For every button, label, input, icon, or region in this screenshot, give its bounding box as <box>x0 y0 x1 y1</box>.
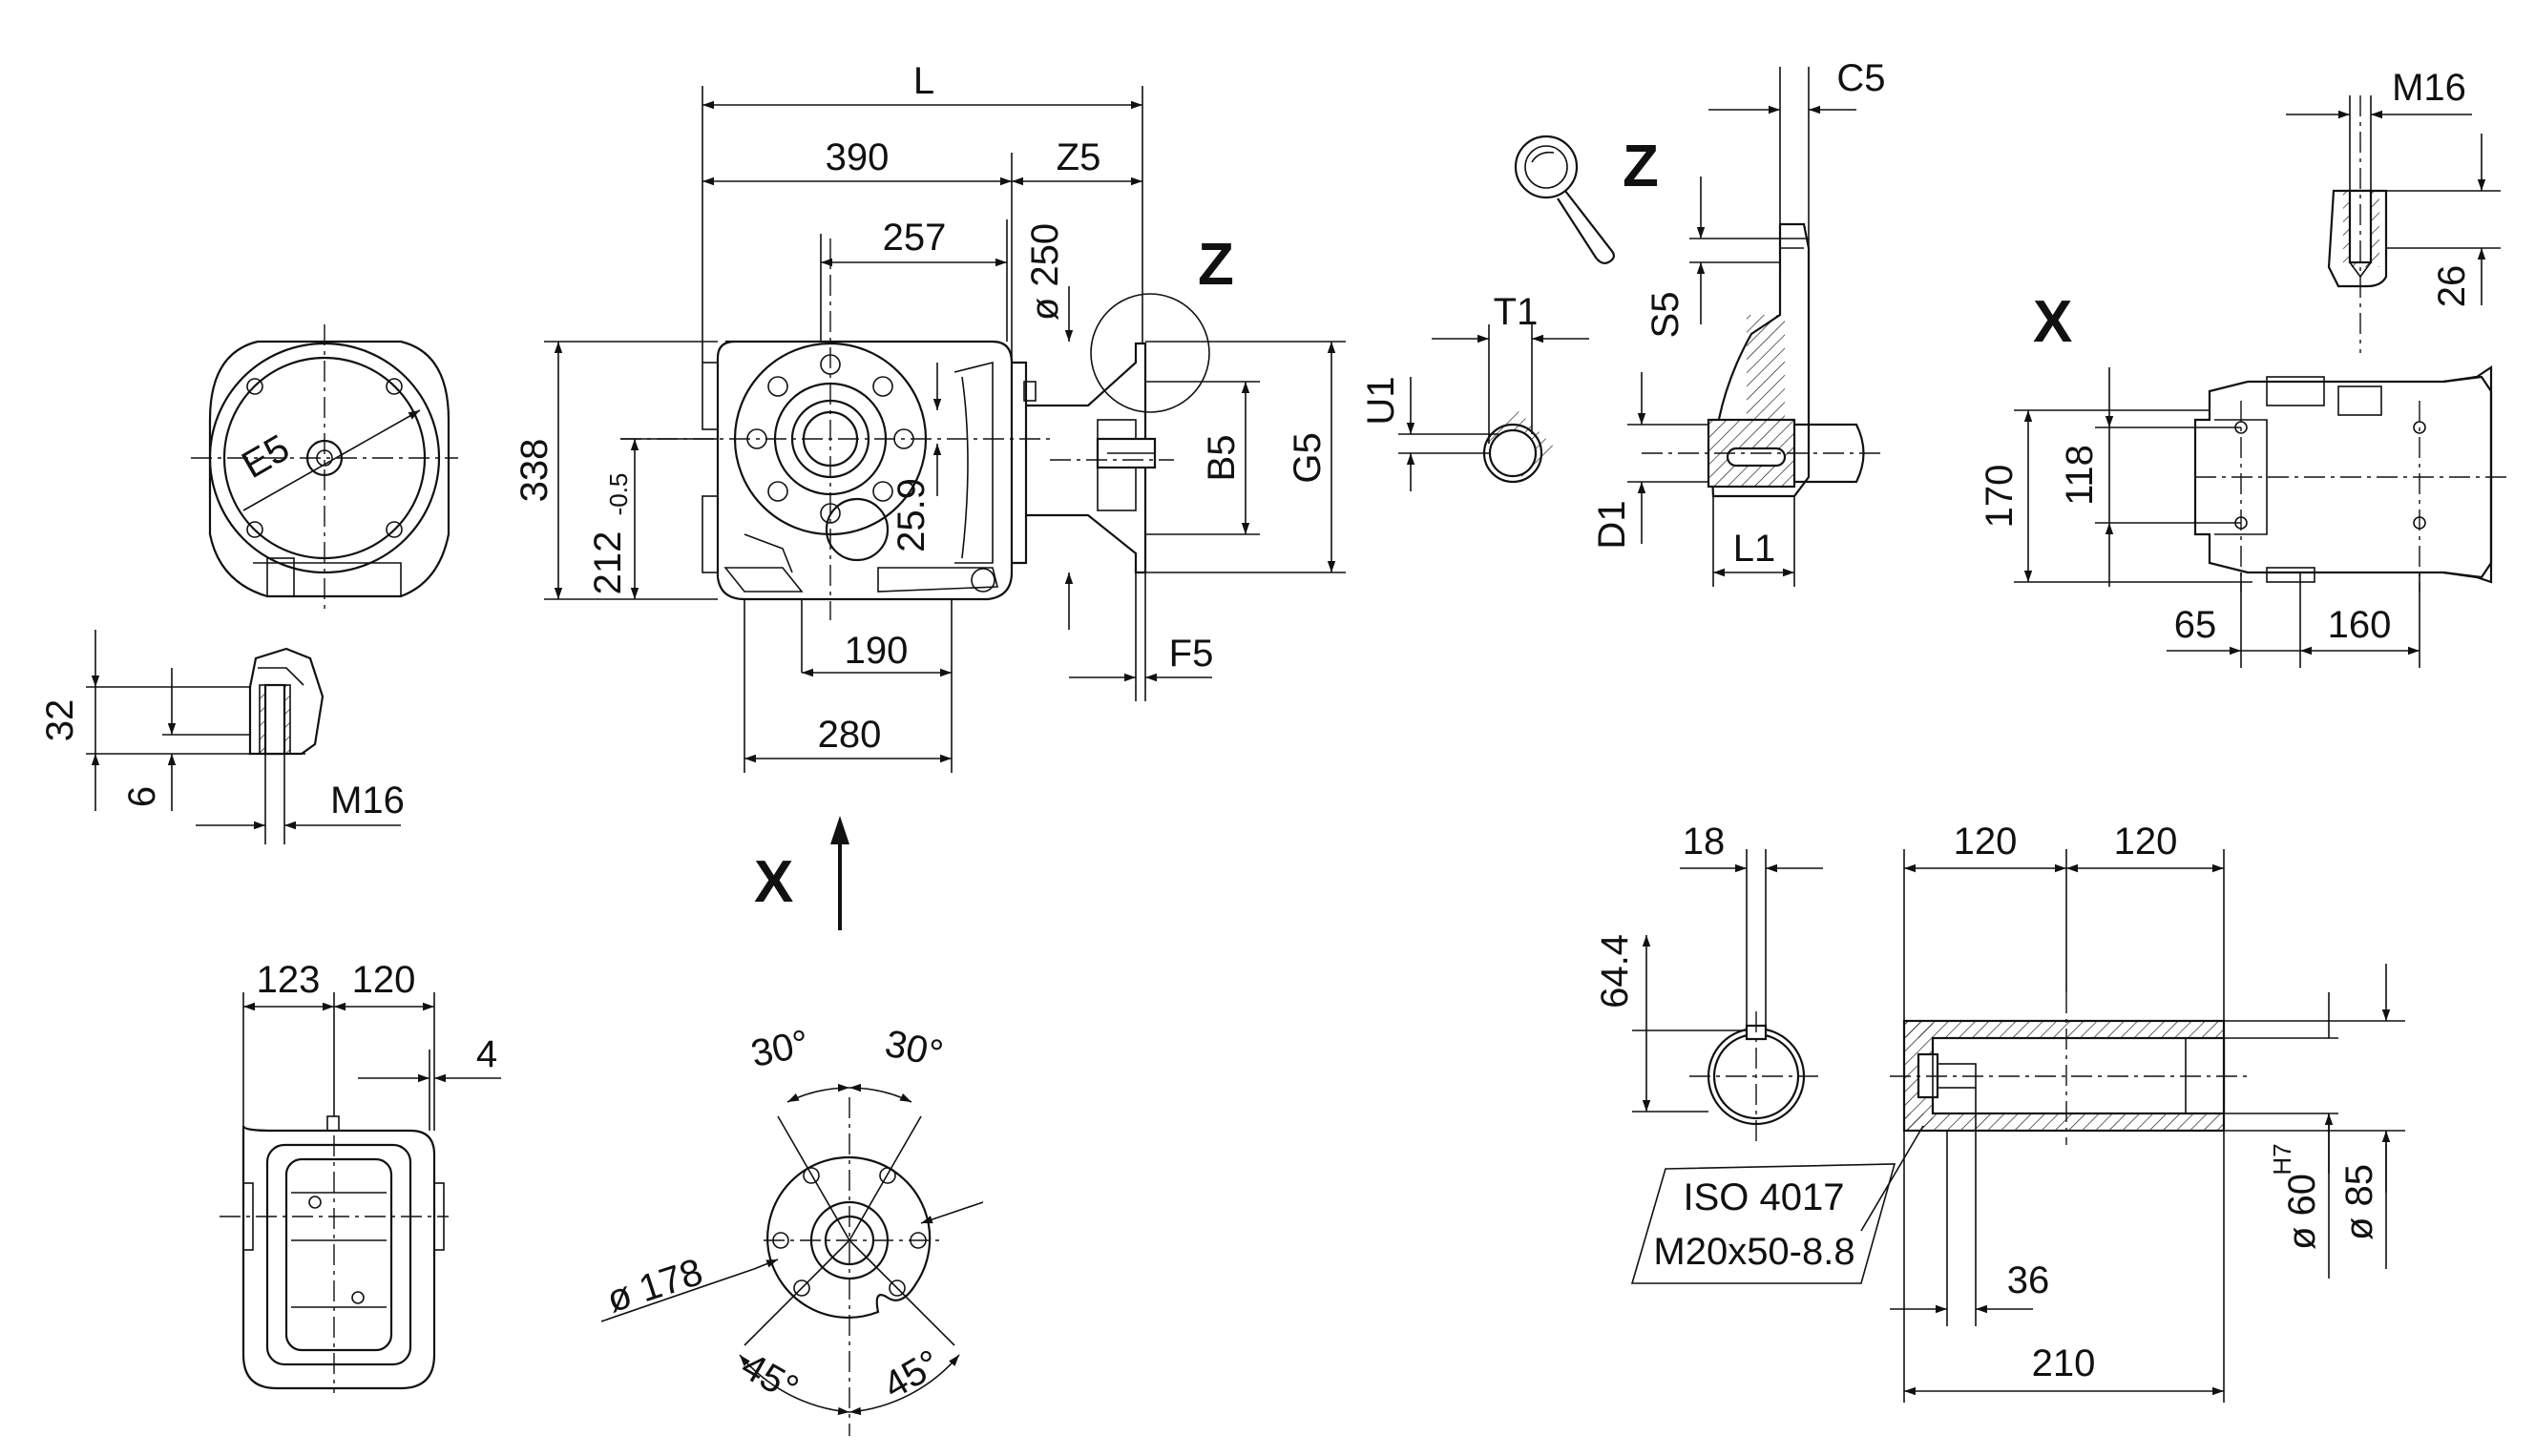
dim-280: 280 <box>818 714 882 756</box>
drain-plug <box>971 568 995 593</box>
housing-rib <box>702 362 719 430</box>
dim-18: 18 <box>1683 821 1726 863</box>
detail-z-circle <box>1090 293 1210 413</box>
iso-standard: ISO 4017 <box>1683 1176 1844 1218</box>
flange-view: 30° 30° 45° 45° ø 178 <box>600 1022 984 1436</box>
dim-m16-left: M16 <box>330 780 405 822</box>
dim-z5: Z5 <box>1057 136 1101 178</box>
end-housing <box>208 340 450 598</box>
dim-32: 32 <box>39 699 81 742</box>
dim-212: 212 <box>587 531 629 595</box>
dim-118: 118 <box>2059 445 2101 506</box>
dim-212-tolerance: -0.5 <box>604 473 633 516</box>
gear-housing <box>716 340 1014 601</box>
tapped-hole-boss <box>2327 189 2388 288</box>
shaft-key <box>1726 447 1787 468</box>
angle-45-right: 45° <box>876 1342 947 1407</box>
hollow-shaft-detail: 18 64.4 ISO 4017 M20x50-8.8 120 120 <box>1594 821 2405 1403</box>
iso-bolt-spec: M20x50-8.8 <box>1653 1231 1854 1273</box>
end-view: E5 <box>191 324 458 611</box>
dim-t1: T1 <box>1494 291 1539 333</box>
dim-36: 36 <box>2007 1259 2050 1301</box>
bottom-flange <box>265 1143 412 1366</box>
dim-123: 123 <box>257 959 321 1001</box>
bottom-view: 123 120 4 <box>220 959 501 1393</box>
dim-d250: ø 250 <box>1024 223 1066 321</box>
dim-f5: F5 <box>1169 633 1214 675</box>
dim-e5: E5 <box>235 426 296 487</box>
dim-d178: ø 178 <box>602 1251 708 1321</box>
dim-s5: S5 <box>1645 292 1687 339</box>
adapter <box>1012 361 1028 565</box>
dim-25-9: 25.9 <box>890 478 932 552</box>
housing-foot <box>723 567 804 593</box>
detail-x: X M16 26 170 <box>1979 67 2510 668</box>
dim-6: 6 <box>121 786 163 807</box>
dim-65: 65 <box>2174 604 2217 646</box>
view-z-label: Z <box>1198 232 1234 298</box>
dim-d1: D1 <box>1591 500 1633 549</box>
view-x-label: X <box>754 849 793 915</box>
bottom-housing <box>241 1125 436 1390</box>
lower-boss <box>825 497 890 562</box>
dim-m16-right: M16 <box>2392 67 2466 109</box>
angle-45-left: 45° <box>734 1345 805 1410</box>
angle-30-right: 30° <box>882 1022 947 1075</box>
dim-b5: B5 <box>1201 435 1243 482</box>
dim-120-shaft-a: 120 <box>1954 821 2018 863</box>
iso-callout-box <box>1630 1163 1896 1284</box>
dim-4: 4 <box>476 1033 497 1075</box>
dim-l1: L1 <box>1733 528 1776 570</box>
dim-190: 190 <box>845 630 909 672</box>
dim-170: 170 <box>1979 465 2021 529</box>
dim-u1: U1 <box>1360 376 1402 425</box>
dim-g5: G5 <box>1287 432 1329 483</box>
dim-160: 160 <box>2328 604 2392 646</box>
dim-c5: C5 <box>1836 57 1885 99</box>
dim-338: 338 <box>513 439 555 503</box>
dim-64-4: 64.4 <box>1594 934 1636 1009</box>
tapped-hole-detail-left: 32 6 M16 <box>39 630 405 844</box>
detail-z: Z C5 S5 D1 L1 T1 <box>1360 57 1886 587</box>
magnifier-icon <box>1514 135 1615 264</box>
dim-d60-tolerance: H7 <box>2268 1143 2296 1175</box>
dim-d60: ø 60 <box>2281 1174 2323 1250</box>
angle-30-left: 30° <box>747 1022 812 1075</box>
view-arrow-x: X <box>754 816 849 930</box>
dim-l: L <box>913 60 934 102</box>
front-view: L 390 Z5 257 ø 250 338 212 -0.5 25.9 B5 … <box>513 60 1346 773</box>
housing-foot <box>877 567 999 593</box>
dim-120-shaft-b: 120 <box>2114 821 2178 863</box>
detail-x-label: X <box>2033 289 2072 355</box>
detail-z-label: Z <box>1623 134 1659 199</box>
dim-d85: ø 85 <box>2338 1164 2380 1240</box>
dim-390: 390 <box>826 136 890 178</box>
dim-210: 210 <box>2032 1342 2096 1384</box>
housing-rib <box>702 495 719 573</box>
dim-26: 26 <box>2431 265 2473 308</box>
dim-120-bottom: 120 <box>352 959 416 1001</box>
dim-257: 257 <box>883 217 947 259</box>
